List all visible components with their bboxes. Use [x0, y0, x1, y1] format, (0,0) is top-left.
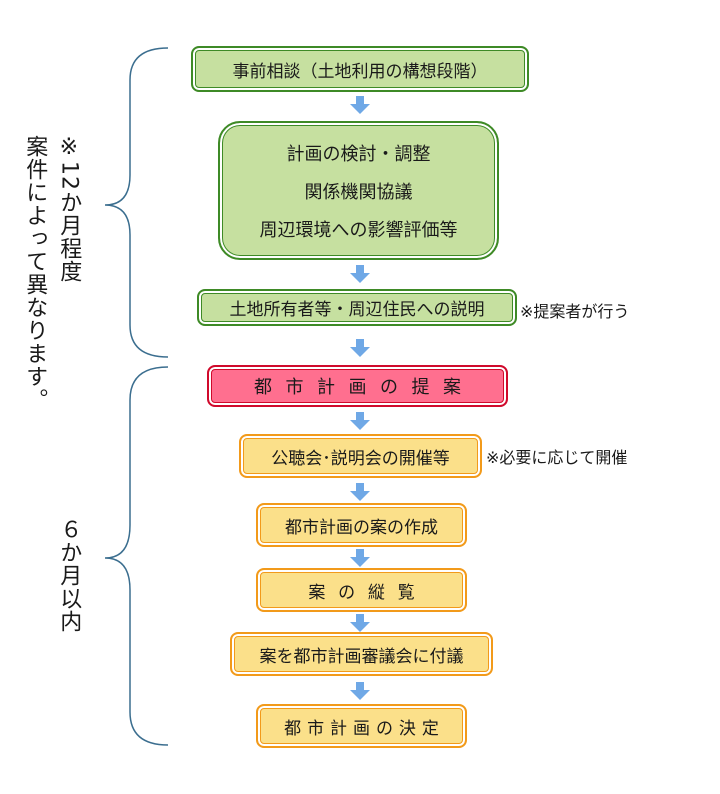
down-arrow-icon [350, 265, 370, 283]
draft-label: 都市計画の案の作成 [285, 517, 438, 538]
study-line-3: 周辺環境への影響評価等 [259, 219, 458, 241]
down-arrow-icon [350, 614, 370, 632]
down-arrow-icon [350, 483, 370, 501]
lower-brace-icon [104, 366, 169, 746]
lower-period-label: ６か月以内 [56, 518, 82, 633]
pre-consultation-box: 事前相談（土地利用の構想段階） [191, 46, 529, 92]
explanation-note: ※提案者が行う [520, 302, 630, 321]
draft-box: 都市計画の案の作成 [256, 503, 467, 547]
down-arrow-icon [350, 682, 370, 700]
down-arrow-icon [350, 96, 370, 114]
study-line-2: 関係機関協議 [304, 181, 413, 203]
down-arrow-icon [350, 549, 370, 567]
explanation-box: 土地所有者等・周辺住民への説明 [197, 289, 517, 326]
decision-box: 都市計画の決定 [256, 704, 467, 748]
hearing-box: 公聴会･説明会の開催等 [239, 434, 482, 478]
pre-consultation-label: 事前相談（土地利用の構想段階） [232, 61, 488, 82]
down-arrow-icon [350, 412, 370, 430]
down-arrow-icon [350, 339, 370, 357]
proposal-label: 都市計画の提案 [254, 377, 475, 398]
upper-period-label: ※12か月程度 [56, 135, 82, 283]
inspection-label: 案の縦覧 [308, 582, 428, 603]
decision-label: 都市計画の決定 [284, 718, 445, 739]
council-box: 案を都市計画審議会に付議 [230, 632, 493, 676]
hearing-note: ※必要に応じて開催 [486, 448, 628, 467]
council-label: 案を都市計画審議会に付議 [259, 646, 464, 667]
proposal-box: 都市計画の提案 [207, 365, 508, 407]
inspection-box: 案の縦覧 [256, 568, 467, 612]
explanation-label: 土地所有者等・周辺住民への説明 [229, 300, 485, 320]
upper-brace-icon [104, 47, 169, 358]
study-line-1: 計画の検討・調整 [286, 143, 431, 165]
upper-period-note: 案件によって異なります。 [22, 135, 48, 411]
hearing-label: 公聴会･説明会の開催等 [271, 448, 450, 469]
study-box: 計画の検討・調整 関係機関協議 周辺環境への影響評価等 [218, 121, 499, 260]
